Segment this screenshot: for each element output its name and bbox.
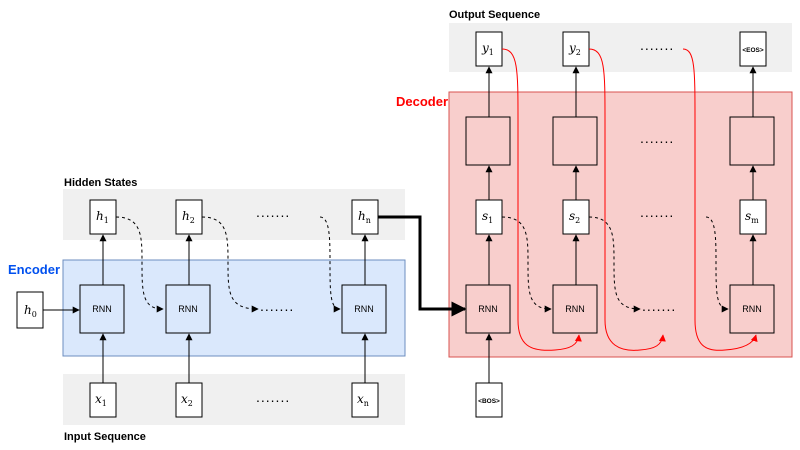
- encoder-rnn-cell-n: RNN: [341, 284, 387, 334]
- hidden-states-band: [63, 189, 405, 240]
- svg-text:x1: x1: [95, 392, 107, 408]
- input-ellipsis: .......: [256, 389, 290, 405]
- decoder-state-box-m: sm: [739, 199, 767, 235]
- input-box-2: x2: [175, 382, 203, 418]
- decoder-label: Decoder: [396, 94, 448, 109]
- svg-text:xn: xn: [357, 392, 369, 408]
- rnn-to-hidden-arrows: [99, 234, 369, 285]
- decoder-rnn-cell-1: RNN: [465, 284, 511, 334]
- hidden-state-box-1: h1: [89, 199, 117, 235]
- svg-text:RNN: RNN: [478, 304, 498, 314]
- context-vector-arrow: [378, 215, 467, 317]
- hidden-state-box-n: hn: [351, 199, 379, 235]
- svg-text:RNN: RNN: [742, 304, 762, 314]
- decoder-rnn-cell-m: RNN: [729, 284, 775, 334]
- decoder-output-layer-2: [552, 116, 598, 166]
- output-ellipsis: .......: [640, 37, 674, 53]
- decoder-state-box-2: s2: [562, 199, 590, 235]
- bos-box: <BOS>: [475, 382, 503, 418]
- hidden-states-label: Hidden States: [64, 177, 137, 189]
- svg-text:hn: hn: [358, 209, 371, 225]
- svg-text:s1: s1: [482, 209, 493, 225]
- decoder-rnn-ellipsis: .......: [642, 298, 676, 314]
- svg-text:RNN: RNN: [92, 304, 112, 314]
- svg-text:y2: y2: [568, 41, 581, 57]
- encoder-rnn-ellipsis: .......: [260, 298, 294, 314]
- input-sequence-label: Input Sequence: [64, 431, 146, 443]
- svg-text:x2: x2: [181, 392, 193, 408]
- svg-text:h2: h2: [182, 209, 195, 225]
- output-box-eos: <EOS>: [739, 31, 767, 67]
- output-box-1: y1: [475, 31, 503, 67]
- svg-text:sm: sm: [745, 209, 759, 225]
- input-box-1: x1: [89, 382, 117, 418]
- output-box-2: y2: [562, 31, 590, 67]
- decoder-recurrence-arrows: [501, 216, 729, 313]
- input-sequence-band: [63, 374, 405, 425]
- decoder-vertical-arrows: [485, 66, 757, 383]
- svg-text:RNN: RNN: [565, 304, 585, 314]
- svg-text:<BOS>: <BOS>: [478, 398, 500, 405]
- decoder-output-layer-1: [465, 116, 511, 166]
- input-to-rnn-arrows: [99, 333, 369, 383]
- output-sequence-band: [449, 23, 792, 72]
- hidden-state-box-2: h2: [175, 199, 203, 235]
- feedback-arrows: [501, 48, 758, 351]
- svg-text:y1: y1: [481, 41, 494, 57]
- output-sequence-label: Output Sequence: [449, 9, 540, 21]
- decoder-rnn-cell-2: RNN: [552, 284, 598, 334]
- svg-text:h1: h1: [96, 209, 109, 225]
- decoder-state-ellipsis: .......: [640, 204, 674, 220]
- svg-text:<EOS>: <EOS>: [742, 47, 764, 54]
- encoder-label: Encoder: [8, 262, 60, 277]
- initial-hidden-box: [16, 291, 44, 329]
- encoder-recurrence-arrows: [115, 216, 341, 313]
- svg-text:RNN: RNN: [354, 304, 374, 314]
- hidden-ellipsis: .......: [256, 204, 290, 220]
- svg-text:RNN: RNN: [178, 304, 198, 314]
- decoder-output-layer-m: [729, 116, 775, 166]
- initial-hidden-label: h0: [24, 303, 37, 319]
- encoder-rnn-cell-1: RNN: [79, 284, 125, 334]
- decoder-state-box-1: s1: [475, 199, 503, 235]
- encoder-rnn-cell-2: RNN: [165, 284, 211, 334]
- svg-text:s2: s2: [569, 209, 580, 225]
- input-box-n: xn: [351, 382, 379, 418]
- decoder-layer-ellipsis: .......: [640, 130, 674, 146]
